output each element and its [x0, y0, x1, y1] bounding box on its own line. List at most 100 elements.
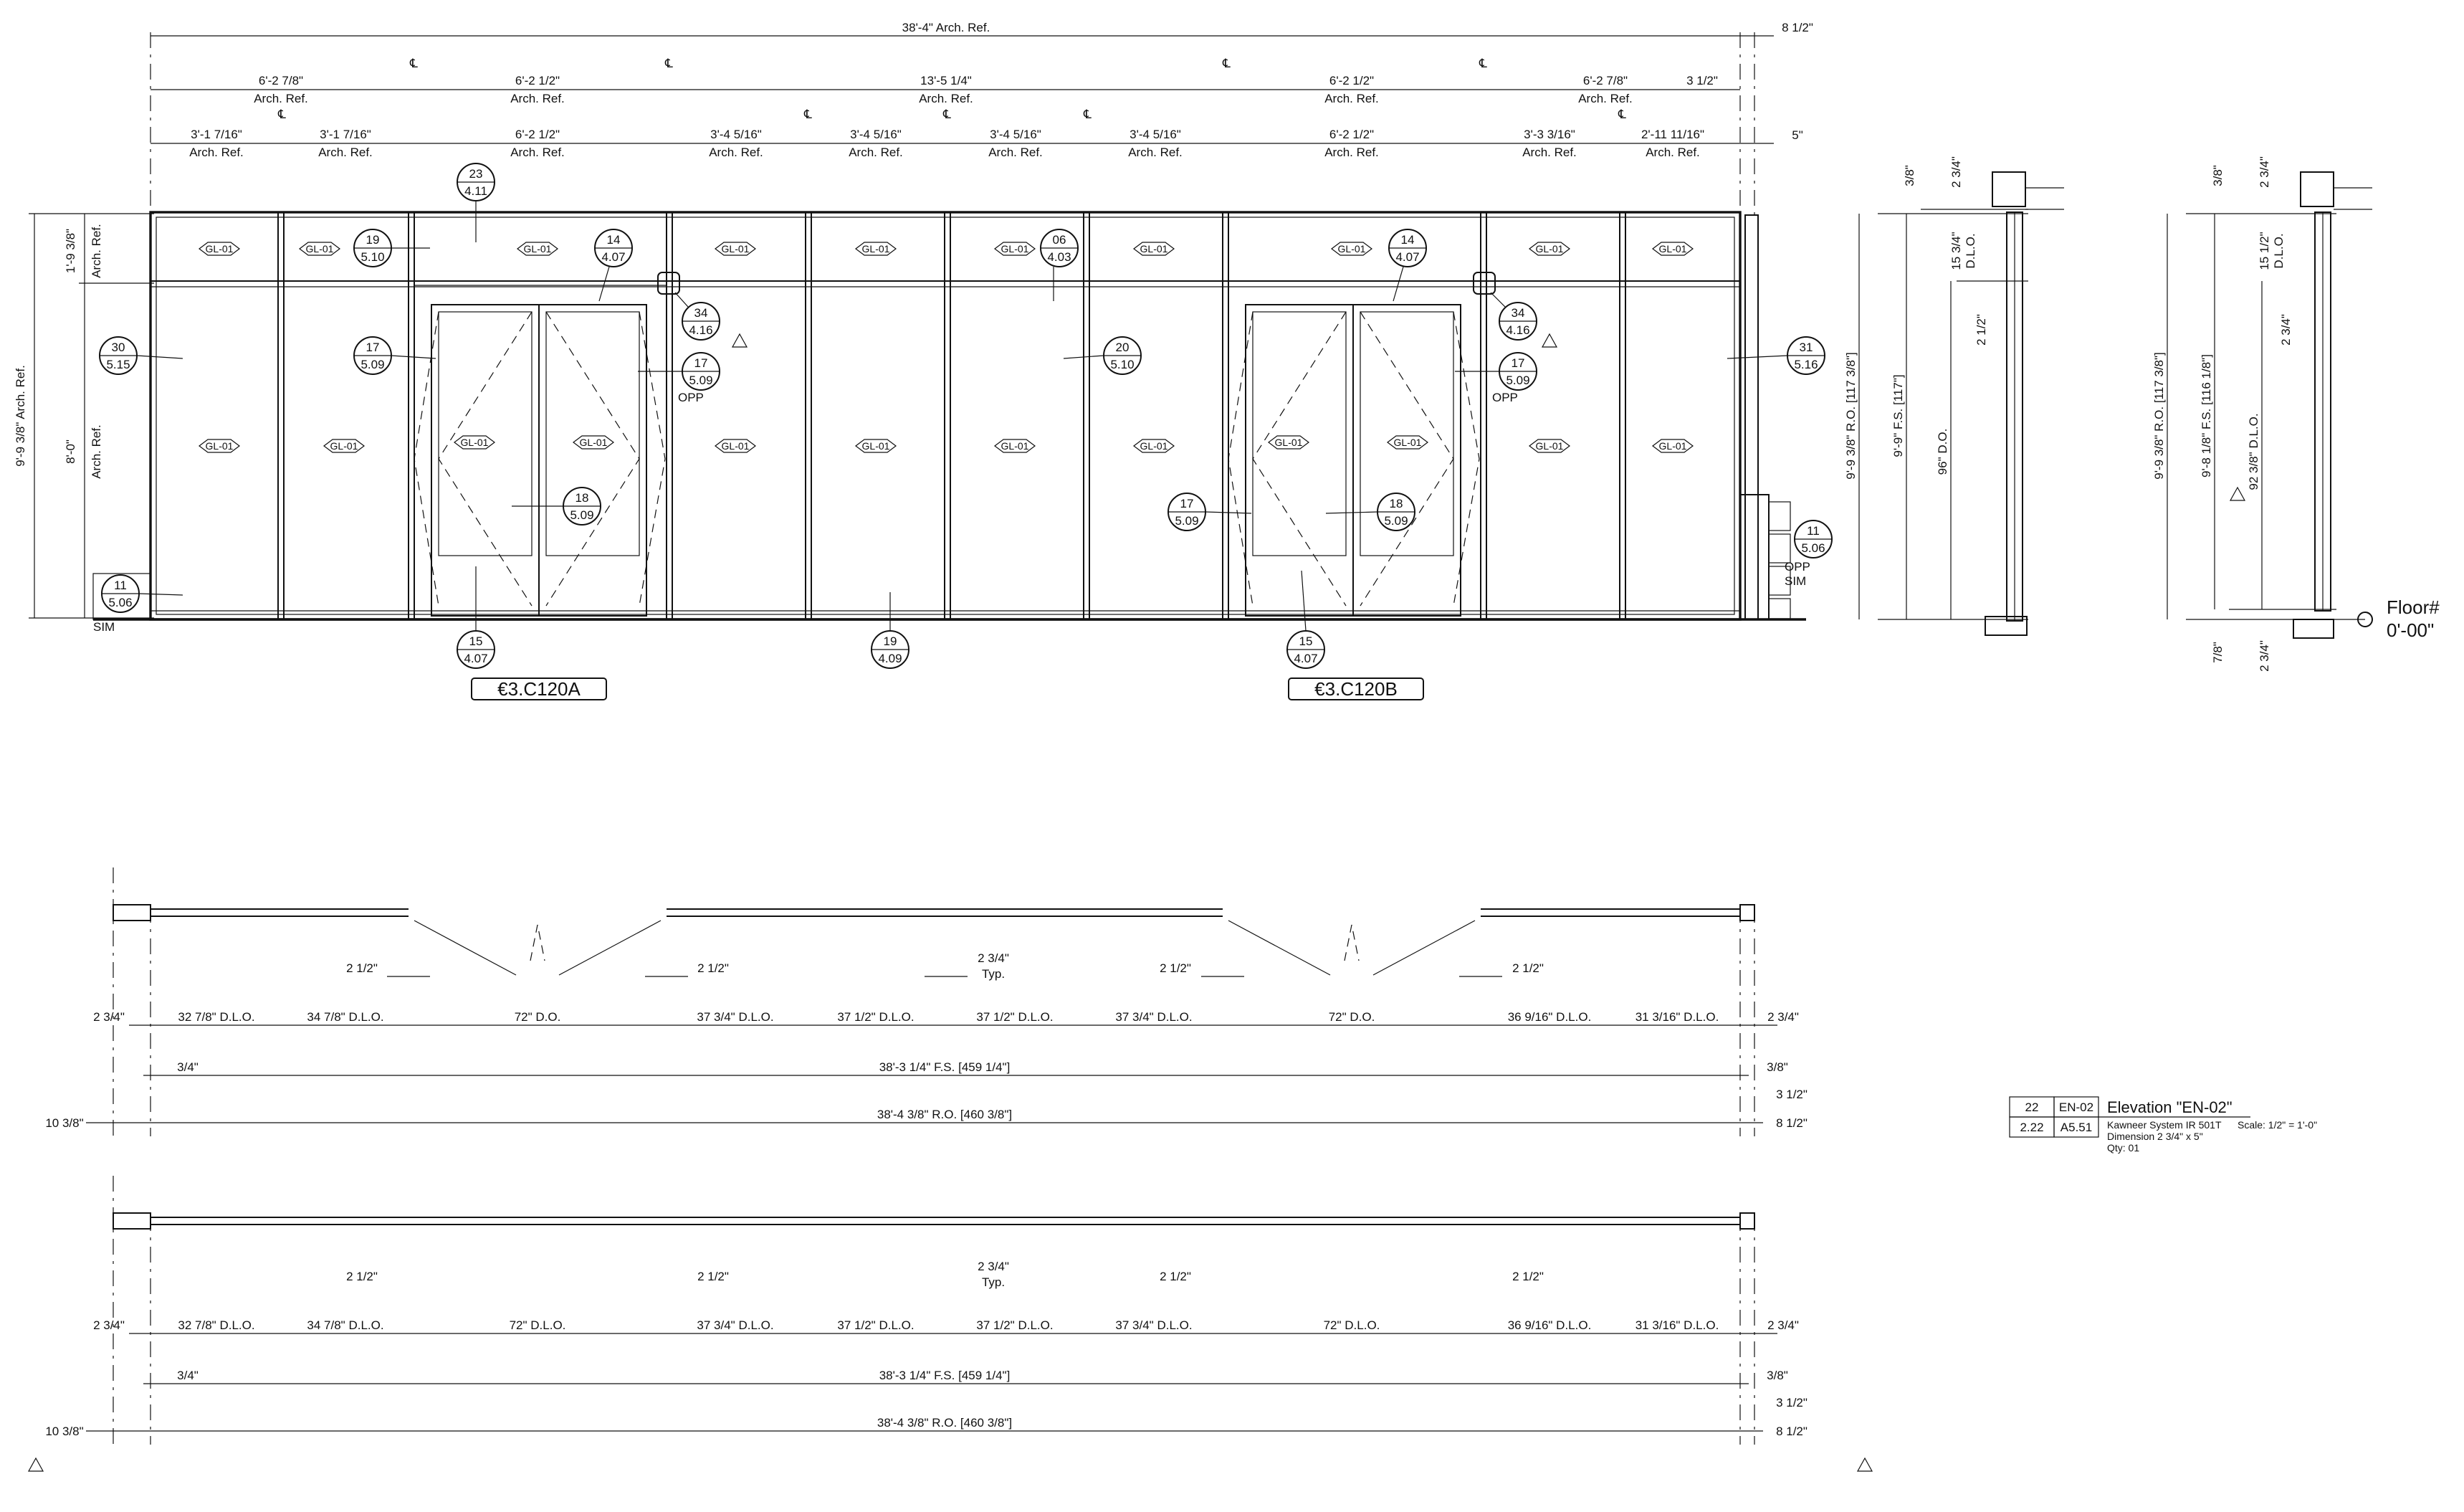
jamb-section-b: 3/8" 2 3/4" 15 1/2" D.L.O. 2 3/4" 9'-9 3… [2152, 156, 2440, 672]
tb-num: 22 [2025, 1100, 2039, 1114]
plan2-gap: 2 1/2" [1512, 1270, 1544, 1283]
svg-text:GL-01: GL-01 [1659, 243, 1687, 255]
plan1-edge-left: 2 3/4" [93, 1010, 125, 1024]
svg-text:GL-01: GL-01 [1140, 243, 1168, 255]
bay-dim-5: 3'-4 5/16" [850, 128, 902, 141]
jamb-section-a: 3/8" 2 3/4" 15 3/4" D.L.O. 2 1/2" 9'-9 3… [1844, 156, 2064, 636]
bay-ref-8: Arch. Ref. [1324, 146, 1379, 159]
glass-tag: GL-01 [454, 435, 495, 450]
svg-text:5.09: 5.09 [689, 374, 712, 387]
glass-tag: GL-01 [1133, 242, 1175, 256]
glass-tag: GL-01 [1529, 439, 1570, 453]
svg-text:19: 19 [884, 634, 897, 648]
mid-dim-2: 6'-2 1/2" [515, 74, 560, 87]
svg-text:GL-01: GL-01 [1536, 440, 1564, 452]
storefront-elevation [92, 211, 1806, 621]
detail-callout: 194.09 [871, 592, 909, 669]
warning-icon [1856, 1457, 1873, 1472]
svg-text:20: 20 [1116, 341, 1130, 354]
plan1-gap: 2 1/2" [1160, 961, 1191, 975]
door-pair-b [1228, 272, 1496, 617]
bay-ref-3: Arch. Ref. [510, 146, 565, 159]
svg-text:5.06: 5.06 [108, 596, 132, 609]
svg-text:17: 17 [366, 341, 380, 354]
svg-text:18: 18 [1390, 497, 1403, 510]
bay-dim-2: 3'-1 7/16" [320, 128, 371, 141]
bay-ref-6: Arch. Ref. [988, 146, 1043, 159]
centerline-marks: ℄ ℄ ℄ ℄ ℄ ℄ ℄ ℄ ℄ [277, 57, 1626, 121]
detail-callout: 305.15 [99, 336, 183, 375]
glass-tag: GL-01 [199, 439, 240, 453]
plan1-fs-left: 3/4" [177, 1060, 199, 1074]
mid-ref-2: Arch. Ref. [510, 92, 565, 105]
plan1-mullion: 2 3/4" [978, 951, 1009, 965]
plan1-fs: 38'-3 1/4" F.S. [459 1/4"] [879, 1060, 1011, 1074]
svg-text:GL-01: GL-01 [1140, 440, 1168, 452]
sec-b-d2: 2 3/4" [2258, 156, 2271, 188]
bay-ref-4: Arch. Ref. [709, 146, 763, 159]
bay-dim-7: 3'-4 5/16" [1130, 128, 1181, 141]
tb-ref: A5.51 [2061, 1121, 2092, 1134]
plan1-opening: 31 3/16" D.L.O. [1635, 1010, 1719, 1024]
plan-view-2: 2 1/2" 2 1/2" 2 3/4" Typ. 2 1/2" 2 1/2" … [27, 1176, 1873, 1472]
top-dimensions: 38'-4" Arch. Ref. 8 1/2" 5" 6'-2 7/8" Ar… [150, 21, 1813, 617]
door-tag-a: €3.C120A [497, 678, 581, 700]
svg-text:31: 31 [1800, 341, 1813, 354]
plan2-opening: 72" D.L.O. [510, 1318, 566, 1332]
plan1-fs-right: 3/8" [1767, 1060, 1788, 1074]
plan1-right-extra: 3 1/2" [1776, 1088, 1808, 1101]
svg-text:GL-01: GL-01 [306, 243, 334, 255]
cl-mark: ℄ [277, 108, 286, 121]
svg-text:15: 15 [469, 634, 483, 648]
detail-callout: 115.06 SIM [93, 574, 183, 634]
glass-tag: GL-01 [1652, 439, 1694, 453]
plan1-opening: 34 7/8" D.L.O. [307, 1010, 383, 1024]
glass-tags: GL-01 GL-01 GL-01 GL-01 GL-01 GL-01 GL-0… [199, 242, 1694, 453]
svg-text:GL-01: GL-01 [1275, 437, 1303, 448]
svg-text:34: 34 [694, 306, 708, 320]
svg-text:GL-01: GL-01 [206, 243, 234, 255]
detail-callout: 315.16 [1727, 336, 1825, 375]
svg-text:GL-01: GL-01 [1536, 243, 1564, 255]
plan2-ro-right: 8 1/2" [1776, 1425, 1808, 1438]
svg-text:GL-01: GL-01 [1659, 440, 1687, 452]
plan2-fs-right: 3/8" [1767, 1369, 1788, 1382]
mid-dim-1: 6'-2 7/8" [259, 74, 303, 87]
floor-value: 0'-00" [2387, 619, 2434, 641]
plan1-opening: 72" D.O. [515, 1010, 561, 1024]
bay-ref-10: Arch. Ref. [1646, 146, 1700, 159]
bay-ref-2: Arch. Ref. [318, 146, 373, 159]
plan2-gap: 2 1/2" [1160, 1270, 1191, 1283]
svg-text:OPP: OPP [1785, 560, 1810, 574]
svg-text:5.09: 5.09 [360, 358, 384, 371]
title-block: 22 EN-02 2.22 A5.51 Elevation "EN-02" Ka… [2009, 1096, 2317, 1154]
plan2-opening: 37 3/4" D.L.O. [1115, 1318, 1192, 1332]
plan2-fs: 38'-3 1/4" F.S. [459 1/4"] [879, 1369, 1011, 1382]
mid-ref-1: Arch. Ref. [254, 92, 308, 105]
svg-text:18: 18 [576, 491, 589, 505]
tb-title: Elevation "EN-02" [2107, 1098, 2233, 1116]
cl-mark: ℄ [1083, 108, 1092, 121]
svg-text:GL-01: GL-01 [1001, 243, 1029, 255]
plan1-opening: 37 1/2" D.L.O. [976, 1010, 1053, 1024]
plan1-ro: 38'-4 3/8" R.O. [460 3/8"] [877, 1108, 1012, 1121]
detail-callout: 064.03 [1040, 229, 1079, 301]
sec-a-d6: 9'-9" F.S. [117"] [1891, 374, 1905, 457]
sec-a-d2: 2 3/4" [1949, 156, 1963, 188]
left-dimensions: 1'-9 3/8" Arch. Ref. 8'-0" Arch. Ref. 9'… [14, 213, 154, 619]
svg-text:5.09: 5.09 [570, 508, 593, 522]
detail-callout: 144.07 [1388, 229, 1427, 302]
svg-text:5.10: 5.10 [360, 250, 384, 264]
svg-text:GL-01: GL-01 [330, 440, 358, 452]
detail-callout: 115.06 OPP SIM [1785, 520, 1833, 588]
plan2-opening: 36 9/16" D.L.O. [1508, 1318, 1592, 1332]
plan1-opening: 37 3/4" D.L.O. [1115, 1010, 1192, 1024]
svg-text:GL-01: GL-01 [580, 437, 608, 448]
detail-callout: 344.16 [674, 292, 748, 348]
plan1-ro-left: 10 3/8" [45, 1116, 83, 1130]
sec-b-d9: 2 3/4" [2258, 640, 2271, 672]
tb-code: EN-02 [2059, 1100, 2093, 1114]
sec-b-d6: 9'-8 1/8" F.S. [116 1/8"] [2200, 354, 2213, 477]
plan2-edge-right: 2 3/4" [1767, 1318, 1799, 1332]
plan1-opening: 36 9/16" D.L.O. [1508, 1010, 1592, 1024]
